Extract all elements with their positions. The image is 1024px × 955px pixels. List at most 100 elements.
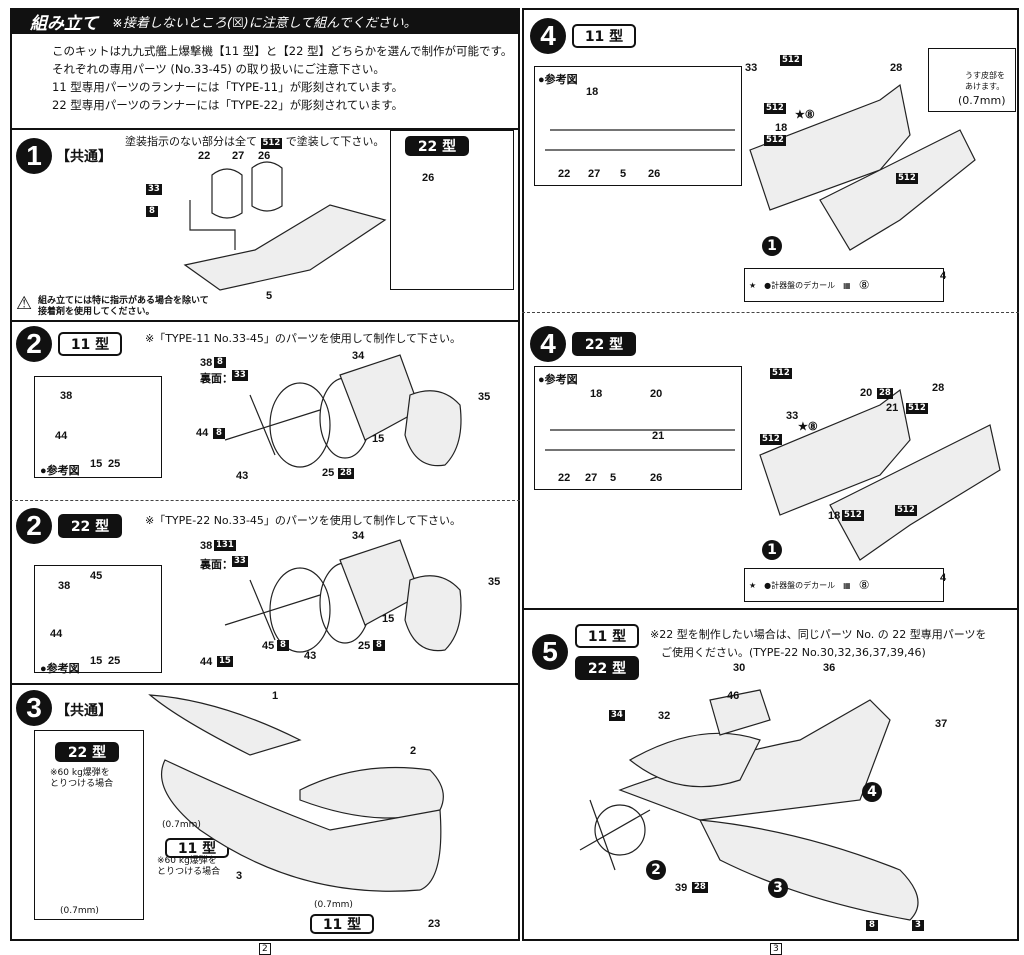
header-subtitle: ※接着しないところ(☒)に注意して組んでください。: [112, 15, 417, 31]
note-text: で塗装して下さい。: [285, 135, 385, 148]
paint-color-chip: 512: [906, 403, 928, 414]
callout-text: うす皮部を あけます。: [965, 71, 1005, 91]
part-number-label: ※60 kg爆弾を とりつける場合: [50, 768, 114, 789]
step3-number: 3: [16, 690, 52, 726]
part-number-label: 26: [258, 150, 271, 162]
paint-color-chip: 8: [146, 206, 158, 217]
part-number-label: 35: [478, 391, 491, 403]
decal-number: ⑧: [858, 278, 870, 292]
part-number-label: 38: [200, 540, 213, 552]
intro-line: それぞれの専用パーツ (No.33-45) の取り扱いにご注意下さい。: [52, 62, 385, 76]
part-number-label: 26: [650, 472, 663, 484]
intro-line: 11 型専用パーツのランナーには「TYPE-11」が彫刻されています。: [52, 80, 404, 94]
part-number-label: 23: [428, 918, 441, 930]
part-number-label: 20: [650, 388, 663, 400]
intro-line: 22 型専用パーツのランナーには「TYPE-22」が彫刻されています。: [52, 98, 404, 112]
part-number-label: (0.7mm): [60, 906, 99, 916]
part-number-label: 33: [786, 410, 799, 422]
paint-color-chip: 8: [277, 640, 289, 651]
part-number-label: 38: [60, 390, 73, 402]
step5-badge-11: 11 型: [575, 624, 639, 648]
decal-number: ⑧: [858, 578, 870, 592]
part-number-label: 22: [198, 150, 211, 162]
part-number-label: 5: [620, 168, 627, 180]
step-reference-marker: 2: [646, 860, 666, 880]
step1-inset-22: [390, 130, 514, 290]
part-number-label: 44: [200, 656, 213, 668]
warning-text: 組み立てには特に指示がある場合を除いて 接着剤を使用してください。: [38, 296, 209, 317]
part-number-label: 46: [727, 690, 740, 702]
paint-color-chip: 512: [895, 505, 917, 516]
paint-color-chip: 512: [760, 434, 782, 445]
part-number-label: ●参考図: [538, 374, 578, 386]
star-decal-icon: ★: [749, 280, 757, 290]
part-number-label: 38: [200, 357, 213, 369]
part-number-label: 33: [745, 62, 758, 74]
part-number-label: 43: [304, 650, 317, 662]
paint-color-chip: 512: [780, 55, 802, 66]
step4a-badge: 11 型: [572, 24, 636, 48]
part-number-label: 37: [935, 718, 948, 730]
intro-line: このキットは九九式艦上爆撃機【11 型】と【22 型】どちらかを選んで制作が可能…: [52, 44, 513, 58]
part-number-label: 1: [272, 690, 279, 702]
part-number-label: ●参考図: [40, 465, 80, 477]
step3-divider: [10, 683, 520, 685]
aircraft-drawing-5: [579, 689, 919, 921]
paint-color-chip: 15: [217, 656, 233, 667]
part-number-label: 25: [108, 458, 121, 470]
part-number-label: 45: [262, 640, 275, 652]
step2b-note: ※「TYPE-22 No.33-45」のパーツを使用して制作して下さい。: [145, 514, 462, 527]
paint-color-chip: 8: [213, 428, 225, 439]
part-number-label: 21: [652, 430, 665, 442]
step2a-number: 2: [16, 326, 52, 362]
part-number-label: 45: [90, 570, 103, 582]
part-number-label: 18: [586, 86, 599, 98]
paint-color-chip: 33: [232, 556, 248, 567]
part-number-label: 39: [675, 882, 688, 894]
panel-icon: ▦: [843, 280, 851, 290]
cockpit-floor-drawing: [183, 161, 387, 291]
step4a-hole-callout: [928, 48, 1016, 112]
step2b-reference-inset: [34, 565, 162, 673]
decal-label: ●計器盤のデカール: [764, 580, 836, 590]
part-number-label: 2: [410, 745, 417, 757]
paint-color-chip: 8: [373, 640, 385, 651]
step2a-note: ※「TYPE-11 No.33-45」のパーツを使用して制作して下さい。: [145, 332, 462, 345]
step1-note: 塗装指示のない部分は全て 512 で塗装して下さい。: [125, 133, 384, 149]
part-number-label: 15: [372, 433, 385, 445]
step2a-reference-inset: [34, 376, 162, 478]
part-number-label: 15: [90, 655, 103, 667]
paint-color-chip: 8: [866, 920, 878, 931]
part-number-label: ★⑧: [795, 109, 815, 121]
step1-divider: [10, 128, 520, 130]
step5-number: 5: [532, 634, 568, 670]
paint-color-chip: 34: [609, 710, 625, 721]
paint-color-chip: 8: [214, 357, 226, 368]
part-number-label: 4: [940, 270, 947, 282]
part-number-label: 27: [232, 150, 245, 162]
step5-note: ※22 型を制作したい場合は、同じパーツ No. の 22 型専用パーツを ご使…: [650, 628, 987, 659]
part-number-label: 15: [382, 613, 395, 625]
step5-badge-22: 22 型: [575, 656, 639, 680]
part-number-label: 28: [932, 382, 945, 394]
part-number-label: 15: [90, 458, 103, 470]
paint-color-chip: 512: [764, 135, 786, 146]
note-text: 塗装指示のない部分は全て: [125, 135, 257, 148]
step4a-reference-inset: [534, 66, 742, 186]
callout-size: (0.7mm): [958, 94, 1006, 107]
step4b-badge: 22 型: [572, 332, 636, 356]
part-number-label: 22: [558, 168, 571, 180]
step2-dashed-divider: [10, 500, 520, 501]
step4a-number: 4: [530, 18, 566, 54]
step3-tag: 【共通】: [56, 703, 112, 719]
part-number-label: 27: [588, 168, 601, 180]
paint-color-chip: 28: [877, 388, 893, 399]
assembly-header: 組み立て ※接着しないところ(☒)に注意して組んでください。: [10, 8, 518, 34]
step1-number: 1: [16, 138, 52, 174]
step4b-number: 4: [530, 326, 566, 362]
step2b-badge: 22 型: [58, 514, 122, 538]
part-number-label: ●参考図: [40, 663, 80, 675]
part-number-label: 25: [358, 640, 371, 652]
part-number-label: 30: [733, 662, 746, 674]
